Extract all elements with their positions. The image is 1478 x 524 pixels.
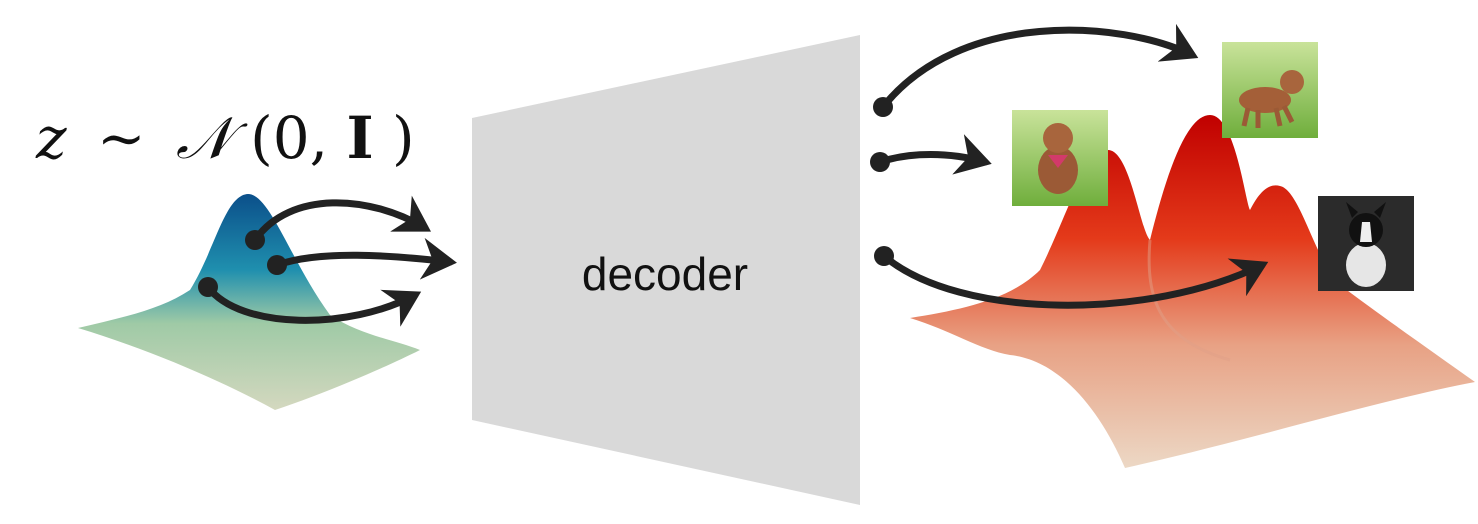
svg-text:z ∼ 𝒩 (0,: z ∼ 𝒩 (0, I )	[35, 104, 415, 172]
sample-image-sitting-dog	[1012, 110, 1108, 206]
formula-args: (0,	[250, 104, 346, 172]
prior-formula: z ∼ 𝒩 (0, I )	[35, 104, 415, 172]
sample-image-bulldog	[1318, 196, 1414, 291]
surface-ridge	[1147, 239, 1231, 362]
decoded-sample-arrows	[876, 23, 1269, 309]
prior-gaussian-surface	[78, 194, 420, 410]
decoder-block	[472, 35, 860, 505]
formula-identity: I	[346, 104, 373, 172]
sample-image-walking-dog	[1222, 42, 1318, 138]
latent-sample-dots	[198, 230, 287, 297]
latent-sample-arrows	[204, 195, 457, 327]
formula-z: z	[35, 104, 67, 172]
decoder-label: decoder	[582, 248, 748, 300]
decoded-sample-dots	[870, 97, 894, 266]
formula-close: )	[392, 104, 415, 172]
formula-sim: ∼	[97, 104, 146, 172]
formula-normal: 𝒩	[176, 104, 248, 172]
